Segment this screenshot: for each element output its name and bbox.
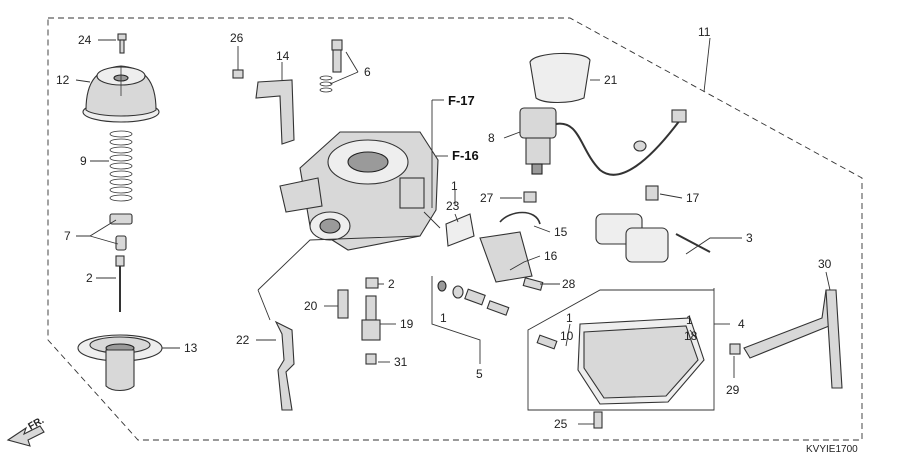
callout-12: 12 <box>56 73 70 87</box>
callout-30: 30 <box>818 257 832 271</box>
part-29-clip <box>729 343 741 355</box>
callout-1c: 1 <box>686 313 693 327</box>
front-arrow <box>6 425 45 447</box>
callout-20: 20 <box>304 299 318 313</box>
callout-25: 25 <box>554 417 568 431</box>
part-19-needle-jet <box>361 295 381 341</box>
part-22-tube <box>274 320 295 411</box>
callout-10: 10 <box>560 329 574 343</box>
callout-7: 7 <box>64 229 71 243</box>
callout-5: 5 <box>476 367 483 381</box>
part-6-screw-spring <box>319 39 343 93</box>
callout-labels: 24 12 9 7 2 13 26 14 6 F-17 F-16 1 23 21… <box>27 25 859 455</box>
callout-24: 24 <box>78 33 92 47</box>
part-17-bolt <box>645 185 659 201</box>
callout-27: 27 <box>480 191 494 205</box>
callout-14: 14 <box>276 49 290 63</box>
callout-2a: 2 <box>86 271 93 285</box>
part-14-bracket <box>255 79 295 145</box>
callout-11: 11 <box>698 25 711 39</box>
callout-6: 6 <box>364 65 371 79</box>
callout-9: 9 <box>80 154 87 168</box>
part-13-diaphragm-piston <box>77 334 163 392</box>
part-20-jet <box>337 289 349 319</box>
part-27-screw <box>523 191 537 203</box>
callout-2b: 2 <box>388 277 395 291</box>
callout-23: 23 <box>446 199 460 213</box>
ref-f17: F-17 <box>448 93 475 108</box>
part-2-jet-needle <box>115 255 125 312</box>
part-24-screw <box>117 33 127 54</box>
callout-17: 17 <box>686 191 700 205</box>
part-5-screw-set <box>437 280 510 316</box>
part-12-top-cover <box>82 65 160 123</box>
part-7-needle-holder <box>109 213 133 251</box>
callout-15: 15 <box>554 225 568 239</box>
callout-29: 29 <box>726 383 740 397</box>
diagram-code: KVYIE1700 <box>806 444 858 455</box>
callout-21: 21 <box>604 73 618 87</box>
part-8-auto-bystarter <box>519 107 687 176</box>
part-10-drain-screw <box>536 334 558 350</box>
callout-8: 8 <box>488 131 495 145</box>
ref-f16: F-16 <box>452 148 479 163</box>
callout-3: 3 <box>746 231 753 245</box>
part-21-cap <box>529 52 591 104</box>
part-9-spring <box>109 130 133 202</box>
part-28-screw <box>522 277 544 291</box>
callout-19: 19 <box>400 317 414 331</box>
callout-26: 26 <box>230 31 244 45</box>
part-15-spring-clip <box>499 211 541 225</box>
callout-31: 31 <box>394 355 408 369</box>
part-30-drain-tube <box>743 289 843 389</box>
part-25-screw <box>593 411 603 429</box>
callout-28: 28 <box>562 277 576 291</box>
leader-lines <box>75 37 831 425</box>
callout-13: 13 <box>184 341 198 355</box>
callout-22: 22 <box>236 333 250 347</box>
callout-1b: 1 <box>440 311 447 325</box>
part-26-bolt <box>232 69 244 79</box>
part-4-float-chamber <box>577 317 705 405</box>
callout-1a: 1 <box>451 179 458 193</box>
callout-16: 16 <box>544 249 558 263</box>
callout-18: 18 <box>684 329 698 343</box>
callout-1d: 1 <box>566 311 573 325</box>
part-31-drain-screw <box>365 353 377 365</box>
part-3-cover-set <box>595 213 711 263</box>
carburetor-body <box>279 131 439 251</box>
part-2-main-jet <box>365 277 379 289</box>
assembly-boundary <box>47 17 863 441</box>
callout-4: 4 <box>738 317 745 331</box>
part-16-bracket <box>479 231 533 283</box>
part-23-gasket <box>445 213 475 247</box>
